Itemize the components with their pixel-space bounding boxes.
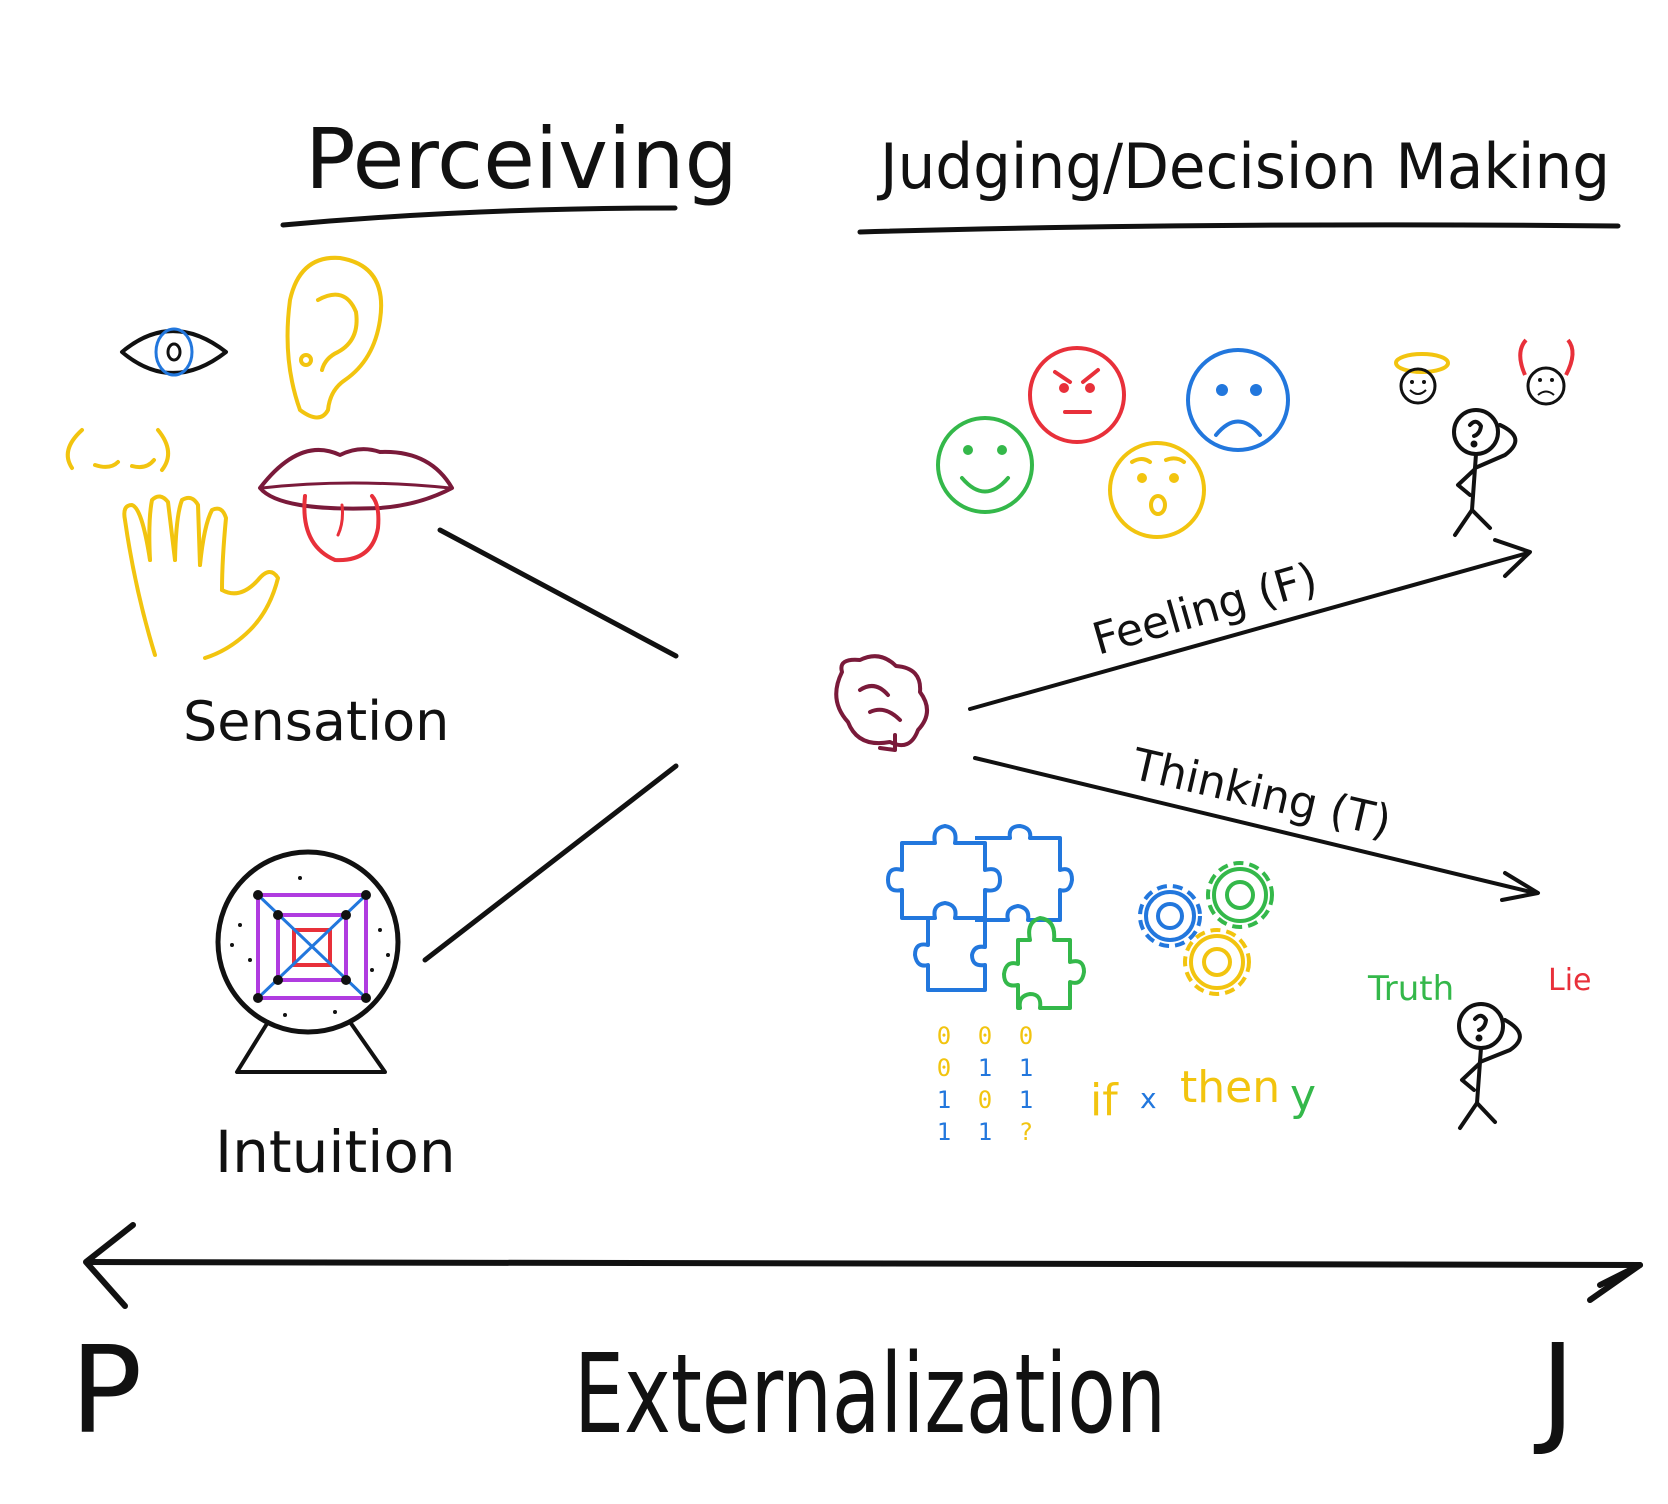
if-word: if [1090,1075,1119,1126]
binary-cell: 0 [937,1022,951,1050]
label-intuition: Intuition [215,1118,456,1186]
if-then-expression: if x then y [1090,1062,1316,1126]
arrow-thinking [973,756,1537,895]
hand-icon [122,494,280,660]
ear-icon [285,255,384,420]
heading-perceiving: Perceiving [305,110,738,208]
axis-title: Externalization [574,1330,1166,1458]
connector-sensation [437,527,679,659]
puzzle-icon [886,824,1074,992]
axis-left-arrowhead [83,1222,136,1309]
brain-icon [834,654,929,752]
label-truth: Truth [1367,969,1454,1009]
angel-icon [1394,352,1450,405]
surprised-face-icon [1108,441,1206,539]
mouth-icon [258,447,454,563]
stick-figure-icon [1457,1002,1522,1130]
binary-cell: 1 [1019,1054,1033,1082]
binary-cell: 1 [978,1054,992,1082]
sad-face-icon [1186,348,1290,452]
label-lie: Lie [1548,963,1592,998]
binary-cell: ? [1019,1118,1033,1146]
gear-icon [1206,861,1274,929]
nose-icon [65,428,170,472]
binary-cell: 0 [978,1022,992,1050]
arrow-feeling-head [1493,538,1532,578]
axis-right-arrowhead [1587,1262,1643,1303]
puzzle-icon [1002,916,1086,1010]
eye-icon [120,327,228,377]
binary-cell: 0 [937,1054,951,1082]
heading-judging-underline [857,222,1621,235]
binary-cell: 1 [1019,1086,1033,1114]
then-word: then [1180,1062,1280,1113]
binary-cell: 0 [978,1086,992,1114]
externalization-axis [85,1259,1643,1268]
devil-icon [1518,338,1575,406]
y-symbol: y [1290,1070,1316,1121]
heading-perceiving-underline [280,205,678,228]
happy-face-icon [936,416,1034,514]
axis-left-label: P [70,1322,142,1461]
arrow-feeling [968,551,1530,711]
stick-figure-icon [1452,408,1518,537]
crystal-ball-icon [215,849,401,1074]
label-thinking: Thinking (T) [1127,739,1396,848]
binary-grid: 0 0 0 0 1 1 1 0 1 1 1 ? [937,1022,1033,1146]
label-feeling: Feeling (F) [1087,553,1323,666]
label-sensation: Sensation [183,690,449,753]
gear-icon [1183,928,1251,996]
axis-right-label: J [1533,1320,1575,1459]
connector-intuition [422,763,679,963]
arrow-thinking-head [1500,871,1540,902]
gear-icon [1138,884,1202,948]
binary-cell: 0 [1019,1022,1033,1050]
angry-face-icon [1028,346,1126,444]
binary-cell: 1 [978,1118,992,1146]
x-symbol: x [1140,1082,1157,1115]
heading-judging: Judging/Decision Making [876,130,1610,203]
binary-cell: 1 [937,1118,951,1146]
binary-cell: 1 [937,1086,951,1114]
